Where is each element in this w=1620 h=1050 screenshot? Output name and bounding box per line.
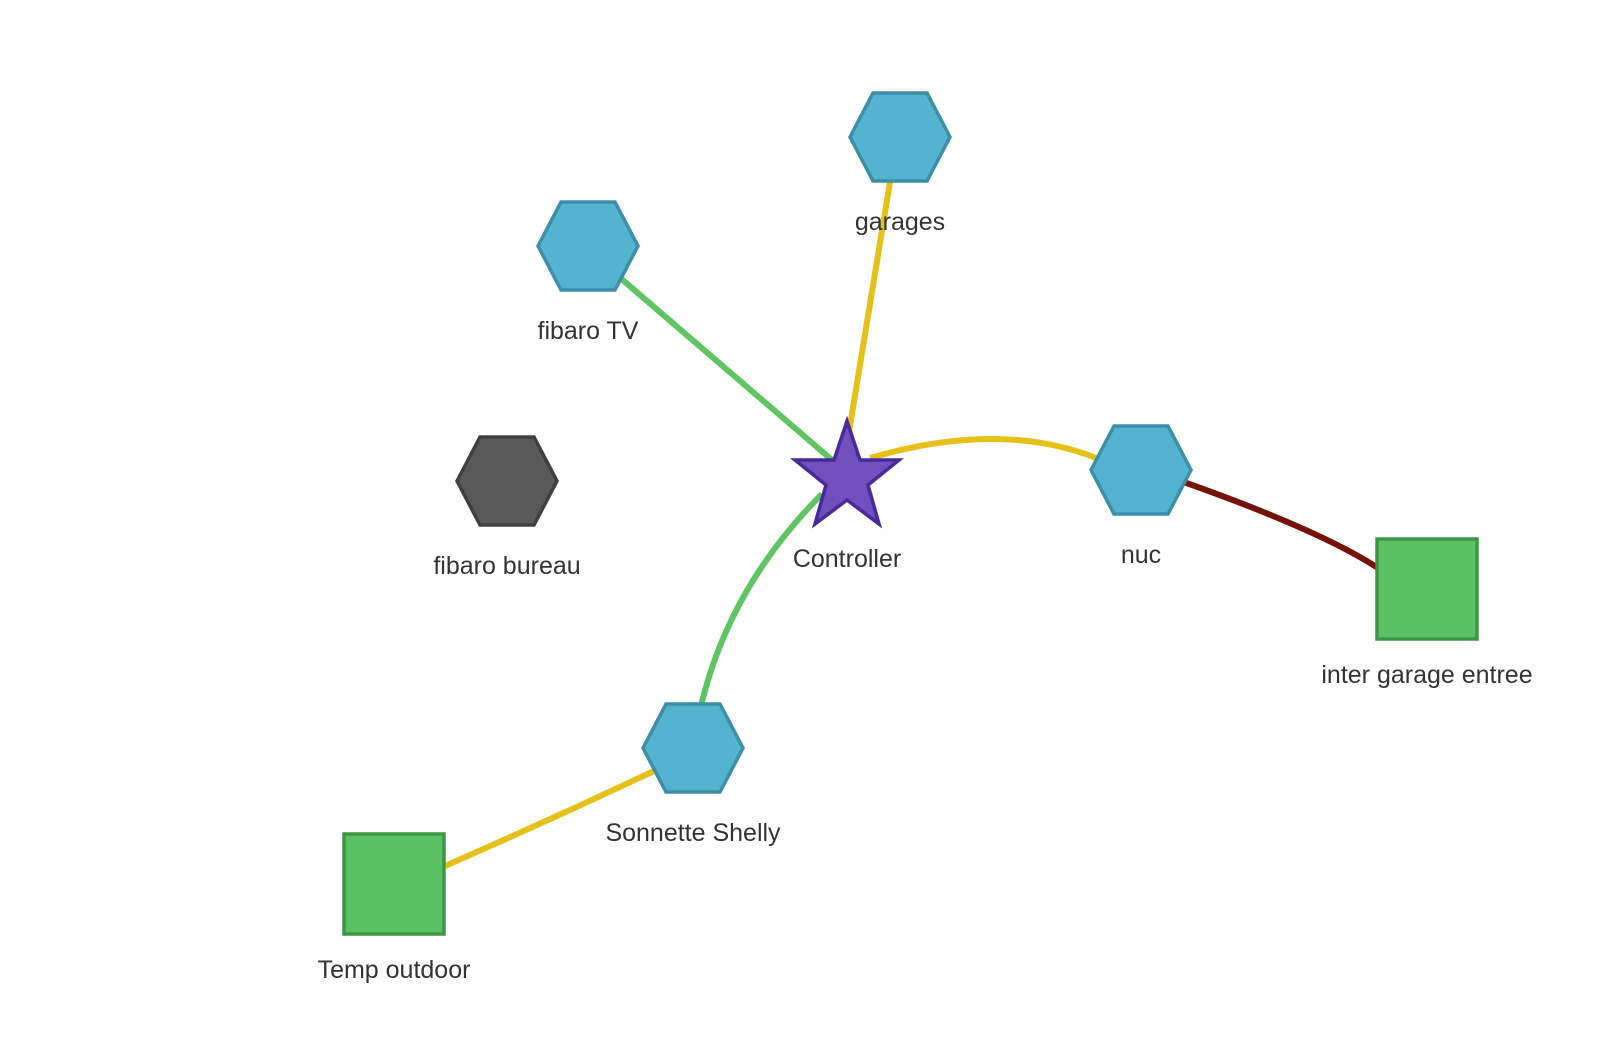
node-nuc[interactable]: nuc: [1089, 424, 1193, 569]
node-label-temp-outdoor: Temp outdoor: [318, 956, 471, 984]
star-icon: [790, 415, 904, 529]
edges-layer: [443, 181, 1380, 869]
edge-nuc-inter-garage[interactable]: [1177, 477, 1380, 571]
square-icon: [342, 832, 446, 936]
hexagon-icon: [455, 435, 559, 527]
node-controller[interactable]: Controller: [790, 415, 904, 573]
square-icon: [1375, 537, 1479, 641]
node-inter-garage-entree[interactable]: inter garage entree: [1321, 537, 1533, 689]
edge-controller-garages[interactable]: [845, 181, 893, 439]
hexagon-icon: [536, 200, 640, 292]
node-label-garages: garages: [855, 208, 945, 236]
node-fibaro-tv[interactable]: fibaro TV: [536, 200, 640, 345]
node-temp-outdoor[interactable]: Temp outdoor: [318, 832, 471, 984]
hexagon-icon: [848, 91, 952, 183]
edge-controller-fibaro-tv[interactable]: [616, 273, 834, 463]
hexagon-icon: [1089, 424, 1193, 516]
node-label-fibaro-tv: fibaro TV: [538, 317, 639, 345]
node-sonnette-shelly[interactable]: Sonnette Shelly: [605, 702, 781, 847]
edge-controller-nuc[interactable]: [869, 436, 1098, 461]
hexagon-icon: [641, 702, 745, 794]
nodes-layer: garages fibaro TV fibaro bureau nuc Sonn…: [318, 91, 1533, 984]
node-label-nuc: nuc: [1121, 541, 1161, 569]
node-garages[interactable]: garages: [848, 91, 952, 236]
node-label-sonnette-shelly: Sonnette Shelly: [605, 819, 781, 847]
edge-controller-sonnette[interactable]: [697, 491, 825, 711]
node-label-fibaro-bureau: fibaro bureau: [433, 552, 580, 580]
node-fibaro-bureau[interactable]: fibaro bureau: [433, 435, 581, 580]
node-label-inter-garage-entree: inter garage entree: [1321, 661, 1532, 689]
node-label-controller: Controller: [793, 545, 901, 573]
edge-sonnette-temp-outdoor[interactable]: [443, 767, 658, 869]
